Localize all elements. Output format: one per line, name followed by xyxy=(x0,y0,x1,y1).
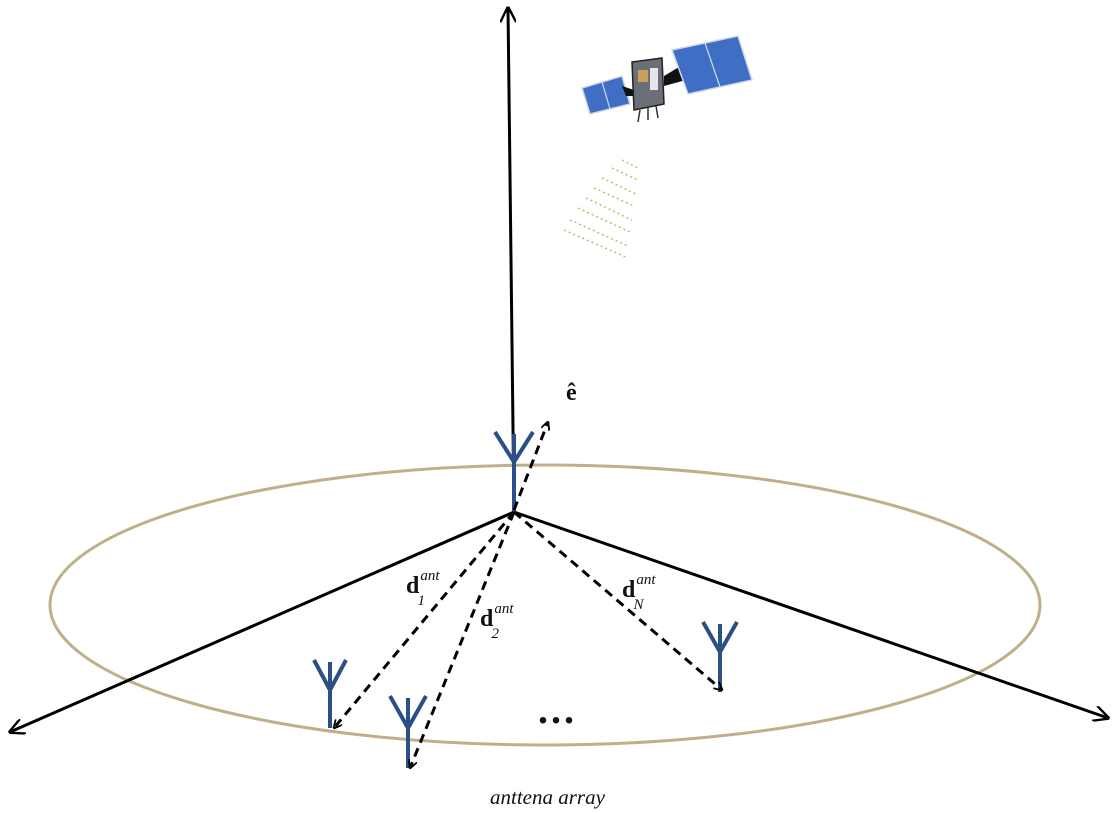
baseline-vector-1 xyxy=(334,511,516,728)
baseline-label-1-superscript: ant xyxy=(420,568,440,584)
antenna-icon xyxy=(493,430,535,512)
unit-vector-label: ê xyxy=(566,380,577,406)
unit-vector-arrow xyxy=(512,422,548,511)
antenna-icon xyxy=(701,621,739,692)
signal-waves xyxy=(563,159,639,259)
baseline-label-2-superscript: ant xyxy=(494,601,514,617)
antenna-icon xyxy=(312,659,348,728)
baseline-label-n-superscript: ant xyxy=(636,572,656,588)
baseline-label-n: dantN xyxy=(622,572,666,613)
baseline-label-n-base: d xyxy=(622,577,636,603)
vertical-axis xyxy=(508,8,514,513)
right-axis xyxy=(513,510,1108,718)
antenna-icon xyxy=(388,695,428,768)
baseline-label-1: dant 1 xyxy=(406,568,447,609)
baseline-label-2-subscript: 2 xyxy=(491,625,500,642)
baseline-vector-2 xyxy=(410,511,516,768)
ellipsis-label: ... xyxy=(538,687,577,732)
baseline-vector-n xyxy=(513,510,722,690)
baseline-label-1-base: d xyxy=(406,573,420,599)
baseline-label-2: dant 2 xyxy=(480,601,521,642)
baseline-label-2-base: d xyxy=(480,606,494,632)
baseline-label-n-subscript: N xyxy=(633,596,644,613)
left-axis xyxy=(10,510,515,732)
caption: anttena array xyxy=(490,785,605,809)
ground-ellipse xyxy=(48,463,1042,747)
satellite-icon xyxy=(581,35,753,123)
baseline-label-1-subscript: 1 xyxy=(417,592,426,609)
